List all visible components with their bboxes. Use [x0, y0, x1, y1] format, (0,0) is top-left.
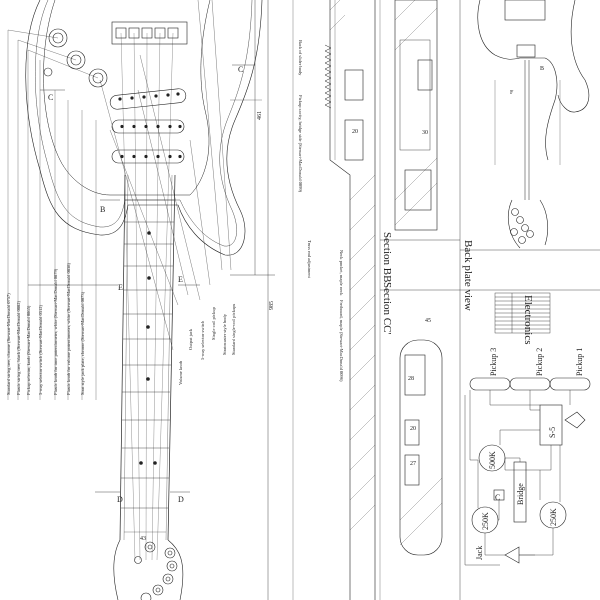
section-cc-body [399, 339, 443, 556]
dim-d1: 20 [352, 129, 358, 135]
electronics-legend-text: Electronics [522, 295, 534, 344]
label-pot-250k-1: 250K [481, 512, 490, 530]
section-mark-e2: E [178, 275, 183, 284]
pickup-2-shape [509, 377, 551, 391]
back-view-title: Back plate view [462, 240, 474, 311]
section-views [292, 0, 600, 600]
dim-length: 985 [269, 301, 275, 310]
headstock-outline [113, 539, 184, 600]
pickup-middle [111, 119, 185, 134]
dim-d2: 30 [422, 130, 428, 136]
electronics-labels: Pickup 1 Pickup 2 Pickup 3 S-5 500K 250K… [475, 348, 584, 560]
callout-main-1: Standard single-coil pickups [231, 304, 236, 355]
section-mark-e1: E [118, 283, 123, 292]
label-pot-250k-2: 250K [549, 508, 558, 526]
section-mark-c: C [48, 93, 53, 102]
dim-d4: 20 [410, 426, 416, 432]
jack-shape [504, 546, 520, 564]
section-cc-title: Section CC' [381, 282, 393, 334]
tone-knob-2 [88, 68, 108, 88]
back-dim-a: F [510, 90, 514, 96]
lower-callouts: Standard string tree, chrome (Stewart-Ma… [6, 262, 86, 395]
label-pickup-3: Pickup 3 [489, 348, 498, 376]
dim-nut: 43 [140, 536, 146, 542]
electronics-title: Electronics [522, 295, 534, 344]
tremolo-spring [324, 44, 332, 109]
fret-markers [139, 231, 157, 465]
pickup-1-shape [549, 377, 591, 391]
callout-lower-6: Strat style jack plate, chrome (Stewart-… [80, 291, 86, 395]
main-callouts: Stratocaster style body Standard single-… [178, 304, 236, 385]
callout-main-2: Single coil pickup [211, 307, 216, 340]
callout-main-0: Stratocaster style body [222, 313, 227, 355]
back-body-outline [477, 0, 590, 161]
callout-lower-1: Plastic string tree, black (Stewart-MacD… [16, 301, 22, 395]
back-dim-b: B [540, 66, 544, 72]
callout-lower-4: Plastic knob for tone potentiometer, whi… [53, 268, 59, 395]
section-letters: C C B E E D D 985 461 43 [48, 65, 275, 542]
pickup-neck [111, 149, 185, 164]
dim-body: 461 [257, 111, 263, 120]
section-mark-c2: C [238, 65, 243, 74]
label-pickup-2: Pickup 2 [535, 348, 544, 376]
callout-main-4: Output jack [188, 328, 193, 350]
label-back: Back of slider body [298, 40, 303, 76]
callout-lower-3: 5-way selector switch (Stewart-MacDonald… [38, 305, 43, 395]
body-inner-outline [35, 0, 253, 247]
neck-outline [119, 174, 176, 541]
tremolo-cavity [504, 0, 546, 21]
tuning-pegs [134, 541, 178, 600]
callout-main-3: 5-way selector switch [200, 320, 205, 360]
tremolo-bridge [111, 21, 188, 45]
pickup-bridge [109, 88, 187, 110]
pickguard [43, 0, 211, 196]
section-bb-body [394, 0, 438, 231]
callout-lower-2: Pickup selector, knob (Stewart-MacDonald… [26, 305, 32, 395]
dim-d5: 27 [410, 461, 416, 467]
section-mark-b: B [100, 205, 105, 214]
label-side-3: Fretboard, maple (Stewart-MacDonald 0096… [338, 300, 344, 382]
label-side-4: Truss rod adjustment [307, 240, 312, 279]
callout-lower-0: Standard string tree, chrome (Stewart-Ma… [6, 293, 12, 395]
callout-lower-5: Plastic knob for volume potentiometer, w… [66, 262, 72, 395]
label-bridge: Bridge [516, 483, 525, 505]
neck-section [329, 0, 376, 600]
back-tuners [510, 208, 534, 244]
dim-d6: 28 [408, 376, 414, 382]
callout-main-5: Volume knob [178, 360, 183, 385]
section-bb-title: Section BB' [381, 232, 393, 284]
section-mark-d1: D [117, 495, 123, 504]
body-outline [25, 0, 263, 256]
electronics-legend [494, 292, 551, 334]
section-labels: Back of slider body Pickup cavity, bridg… [297, 40, 431, 467]
label-jack: Jack [475, 546, 484, 560]
fret-lines [121, 199, 174, 509]
electronics-schematic [464, 377, 591, 566]
label-side-1: Pickup cavity, bridge side (Stewart-MacD… [297, 95, 303, 193]
switch-shape [539, 404, 563, 446]
label-side-2: Neck pocket, maple neck [338, 250, 344, 296]
back-plate-view [477, 0, 590, 249]
tone-knob-1 [66, 50, 86, 70]
guitar-front-view [7, 0, 275, 600]
section-mark-d2: D [178, 495, 184, 504]
dim-d3: 45 [425, 318, 431, 324]
label-pickup-1: Pickup 1 [575, 348, 584, 376]
label-pot-500k: 500K [488, 451, 497, 469]
pickup-3-shape [469, 377, 511, 391]
volume-knob [48, 28, 68, 48]
label-switch: S-5 [548, 427, 557, 438]
label-cap: C [495, 493, 500, 502]
